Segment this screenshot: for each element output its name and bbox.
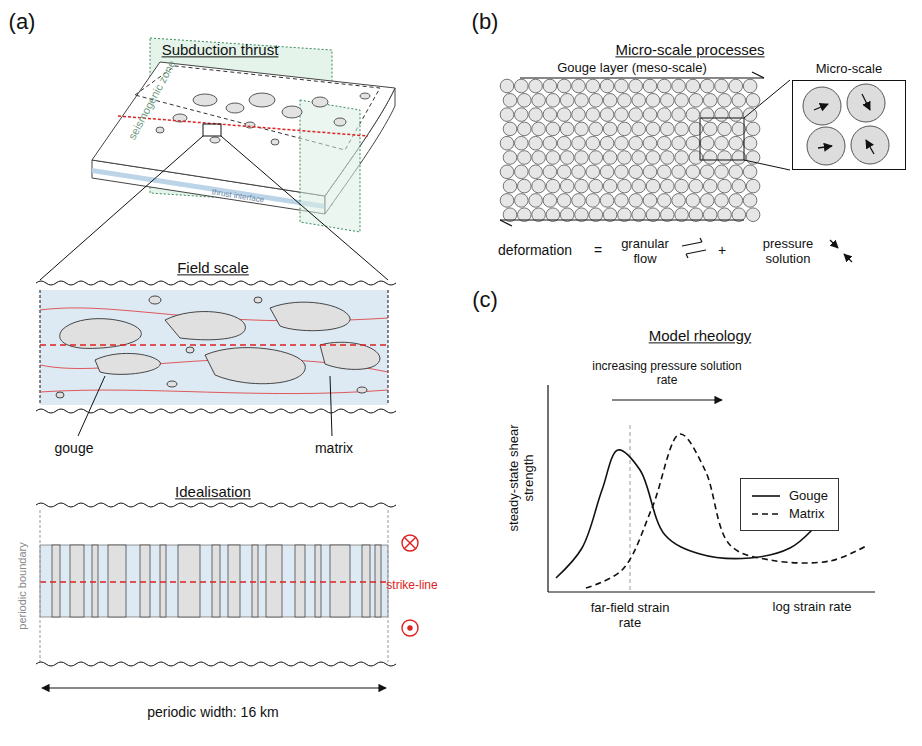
- dimension-label: periodic width: 16 km: [147, 704, 279, 720]
- part-label: matrix: [315, 440, 353, 456]
- strike-line: [40, 581, 388, 583]
- legend-entry: Matrix: [751, 506, 828, 521]
- periodic-boundary: [40, 510, 41, 662]
- panel-edge: [40, 290, 41, 405]
- legend: GougeMatrix: [740, 478, 839, 531]
- gouge-blobs: [56, 296, 380, 398]
- equation-term: pressure solution: [752, 237, 824, 267]
- trend-label: increasing pressure solution rate: [592, 360, 742, 388]
- field-panel: [40, 290, 388, 405]
- zoom-line: [40, 136, 203, 280]
- shear-bottom: [500, 219, 744, 220]
- legend-text: Gouge: [789, 488, 828, 503]
- legend-sample: [751, 491, 781, 501]
- leader-line: [330, 376, 332, 436]
- legend-sample: [751, 509, 781, 519]
- panel-letter: (a): [9, 9, 36, 34]
- wavy-boundaries: [36, 281, 396, 666]
- equation-operator: +: [718, 242, 726, 258]
- asperity-patches: [156, 93, 370, 145]
- x-axis: [548, 591, 875, 592]
- equation-term: granular flow: [614, 237, 676, 267]
- zoom-line: [221, 136, 388, 280]
- axis-label: steady-state shear strength: [507, 418, 537, 538]
- strike-line: [118, 116, 368, 136]
- matrix-curve: [586, 434, 866, 588]
- node-heading: Micro-scale: [816, 61, 882, 76]
- axis-label: far-field strain rate: [590, 601, 670, 631]
- node-heading: Gouge layer (meso-scale): [557, 60, 707, 75]
- panel-letter: (c): [472, 287, 498, 312]
- interface-label: thrust interface: [211, 187, 265, 204]
- panel-edge: [388, 290, 389, 405]
- zoom-line: [744, 80, 790, 118]
- scale-heading: Field scale: [177, 259, 249, 276]
- legend-text: Matrix: [789, 506, 824, 521]
- axis-label: log strain rate: [773, 600, 852, 615]
- zone-label: seismogenic zone: [126, 58, 179, 142]
- equation-operator: =: [594, 242, 602, 258]
- rheology-curves: [556, 434, 866, 588]
- y-axis: [547, 385, 548, 592]
- micro-grains: [803, 84, 889, 165]
- grains: [500, 79, 760, 221]
- strike-label: strike-line: [386, 579, 437, 593]
- part-label: gouge: [55, 440, 94, 456]
- boundary-label: periodic boundary: [16, 542, 29, 629]
- panel-heading: Model rheology: [649, 327, 752, 344]
- far-field-line: [630, 425, 631, 592]
- strike-line: [40, 344, 388, 346]
- panel-heading: Micro-scale processes: [615, 41, 764, 58]
- half-arrow: [500, 220, 512, 226]
- trend-arrow: [612, 399, 722, 400]
- legend-entry: Gouge: [751, 488, 828, 503]
- equation-term: deformation: [498, 242, 572, 258]
- width-arrow: [42, 687, 386, 688]
- gouge-strips: [52, 545, 381, 617]
- panel-heading: Subduction thrust: [162, 41, 279, 58]
- shear-top: [520, 77, 764, 78]
- zoom-line: [744, 160, 790, 170]
- gouge-layer: Gouge layer (meso-scale): [500, 80, 764, 220]
- zoom-box: [203, 124, 221, 136]
- zoom-box: [700, 118, 744, 160]
- ideal-band: [40, 545, 388, 617]
- scale-heading: Idealisation: [175, 483, 251, 500]
- micro-arrows: [814, 94, 874, 154]
- panel-letter: (b): [472, 9, 499, 34]
- half-arrow: [752, 72, 764, 78]
- leader-line: [78, 376, 105, 436]
- gouge-curve: [556, 450, 812, 578]
- micro-box: Micro-scale: [792, 80, 906, 170]
